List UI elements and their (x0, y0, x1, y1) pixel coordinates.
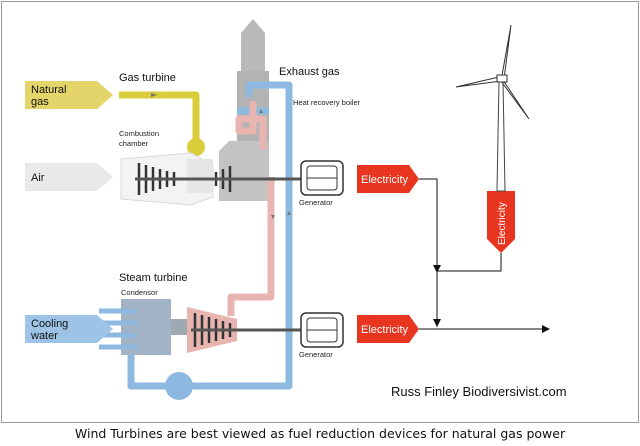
combustion-chamber-label-2: chamber (119, 139, 149, 148)
heat-recovery-boiler-label: Heat recovery boiler (293, 98, 361, 107)
natural-gas-label-2: gas (31, 96, 49, 108)
electricity-bottom-arrow (357, 315, 419, 343)
air-label: Air (31, 172, 45, 184)
diagram-frame: Natural gas Air Cooling water Gas turbin… (1, 1, 639, 423)
generator-bottom-label: Generator (299, 350, 333, 359)
exhaust-gas-label: Exhaust gas (279, 66, 340, 78)
air-arrow (25, 163, 113, 191)
combined-cycle-diagram: Natural gas Air Cooling water Gas turbin… (25, 19, 567, 400)
generator-top (300, 160, 344, 196)
electricity-wind-arrow (487, 191, 515, 253)
figure-caption: Wind Turbines are best viewed as fuel re… (74, 426, 566, 441)
generator-bottom (300, 312, 344, 348)
generator-top-label: Generator (299, 198, 333, 207)
power-lines (419, 178, 550, 333)
steam-turbine-housing (171, 319, 187, 335)
cooling-water-label-2: water (30, 330, 58, 342)
combustion-chamber (187, 159, 213, 193)
electricity-top-label: Electricity (361, 174, 409, 186)
gas-turbine-label: Gas turbine (119, 72, 176, 84)
power-line-arrowheads (433, 265, 441, 327)
natural-gas-arrow (25, 81, 113, 109)
electricity-bottom-label: Electricity (361, 324, 409, 336)
feed-pump (165, 372, 193, 400)
gas-pipe (119, 91, 200, 139)
credit-text: Russ Finley Biodiversivist.com (391, 384, 567, 399)
exhaust-stack (241, 19, 265, 71)
steam-pipes (227, 101, 275, 316)
wind-turbine (455, 24, 530, 192)
cooling-water-label-1: Cooling (31, 318, 68, 330)
gas-valve (187, 138, 205, 156)
steam-turbine-label: Steam turbine (119, 272, 187, 284)
electricity-wind-label: Electricity (497, 202, 508, 245)
combustion-chamber-label-1: Combustion (119, 129, 159, 138)
flow-arrows (151, 93, 291, 219)
condensor-label: Condensor (121, 288, 158, 297)
exhaust-duct (219, 141, 269, 201)
natural-gas-label-1: Natural (31, 84, 66, 96)
cooling-water-arrow (25, 315, 113, 343)
electricity-top-arrow (357, 165, 419, 193)
